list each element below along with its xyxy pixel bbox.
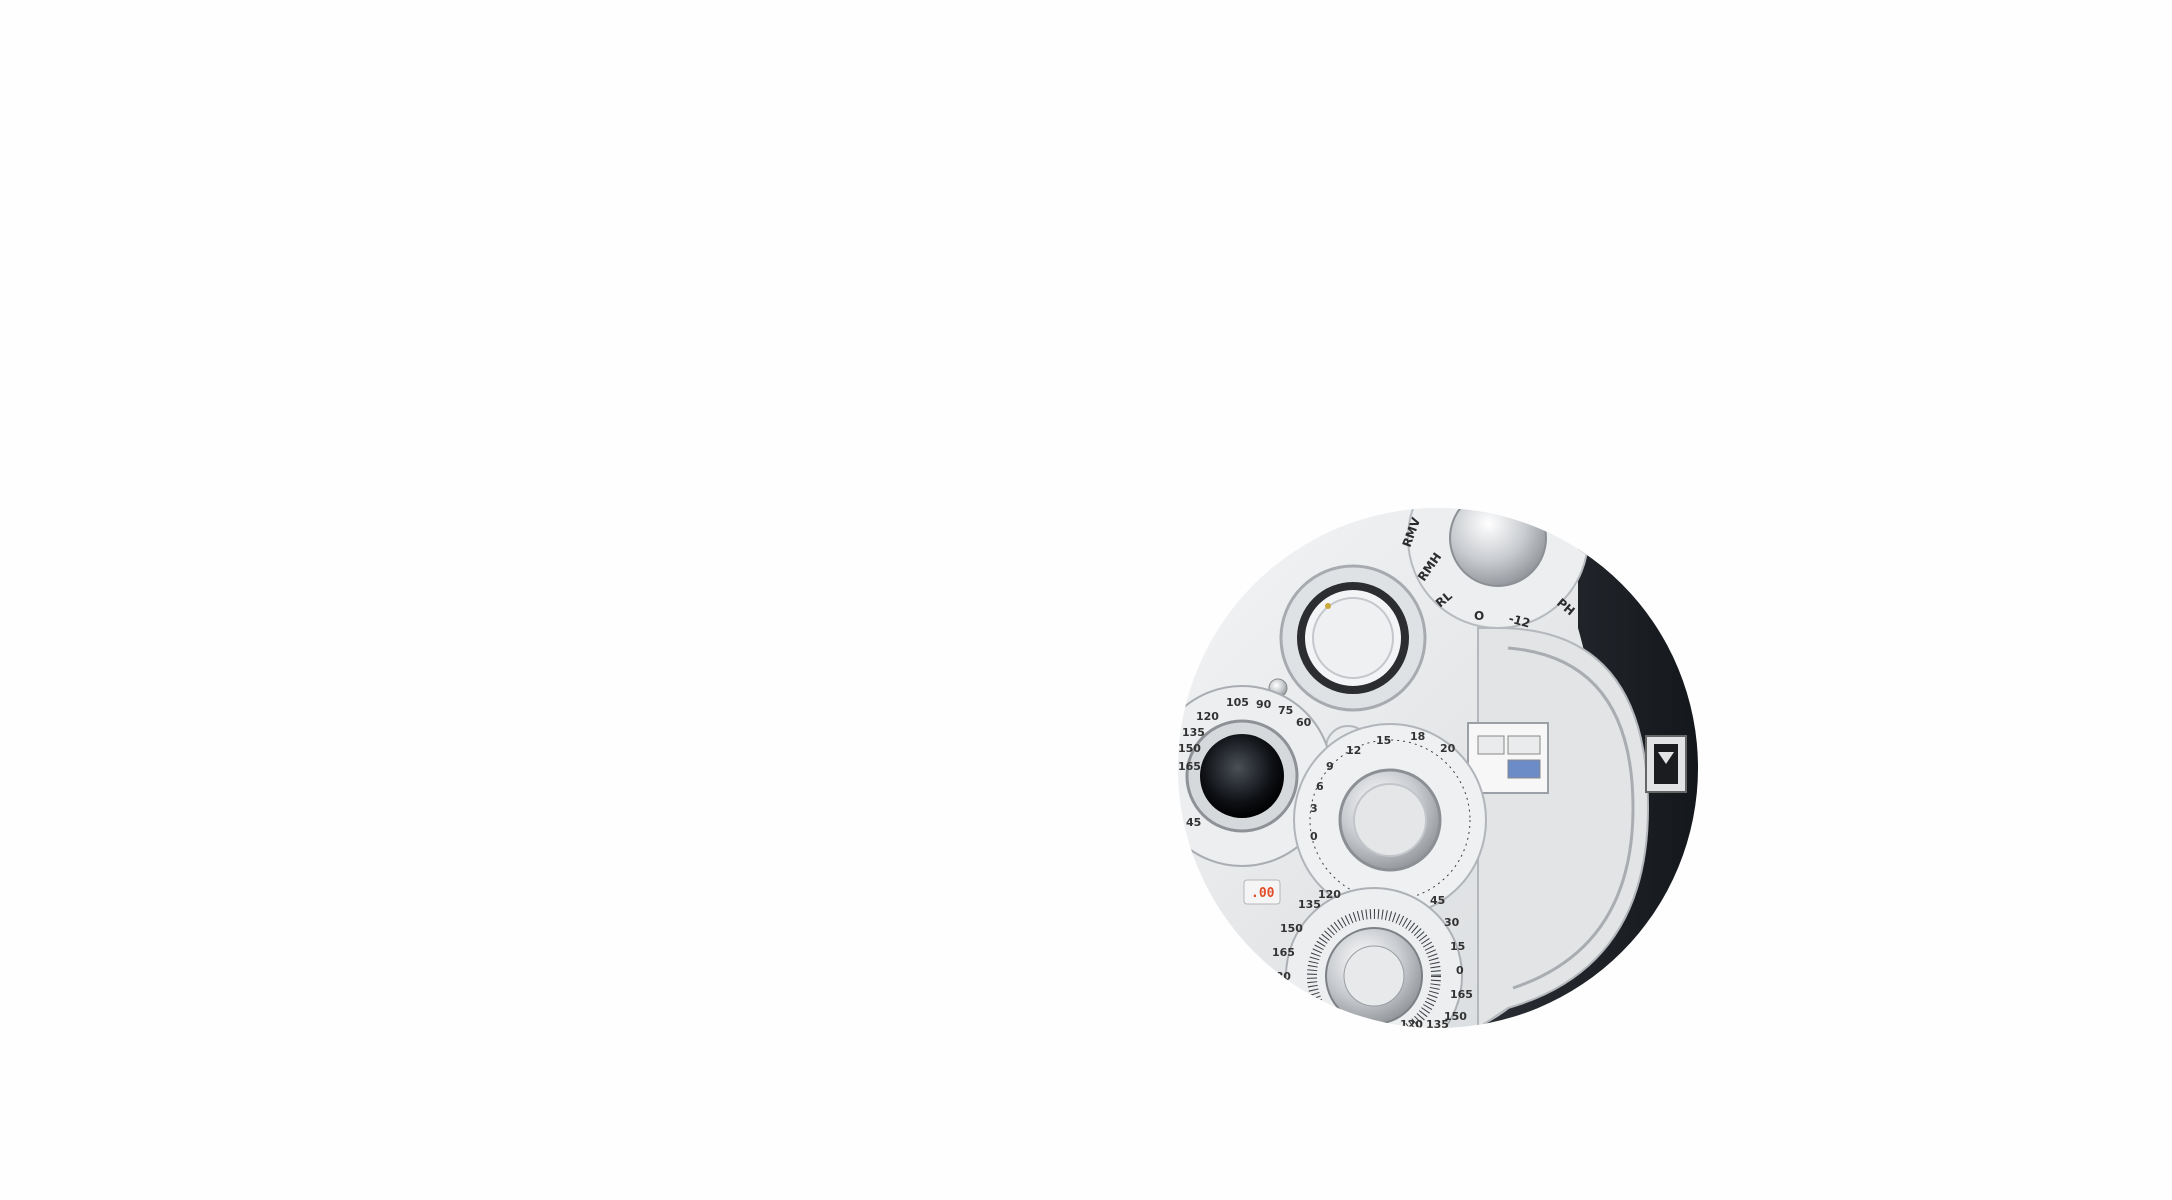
center-dial-label-18: 18 [1410,730,1425,743]
center-dial-label-12: 12 [1346,744,1361,757]
upper-lens [1312,597,1394,679]
left-dial-label-120: 120 [1196,710,1219,723]
bottom-dial-label-135: 135 [1298,898,1321,911]
left-dial-label-45: 45 [1186,816,1201,829]
center-dial-ticks [1309,739,1471,901]
left-lens [1200,734,1284,818]
bottom-dial-label-15b: 15 [1450,940,1465,953]
bottom-knurl [1307,909,1441,1028]
bottom-dial-label-180: 180 [1268,970,1291,983]
bottom-dial-label-0: 0 [1456,964,1464,977]
bottom-dial-label-150: 150 [1280,922,1303,935]
bottom-dial-label-150b: 150 [1444,1010,1467,1023]
left-dial-label-90: 90 [1256,698,1272,711]
bottom-dial-label-165b: 165 [1450,988,1473,1001]
dark-housing [1478,508,1698,1028]
left-dial-label-150: 150 [1178,742,1201,755]
top-dial-knob [1449,508,1547,587]
readout-cell-2 [1507,735,1541,755]
center-dial-label-15: 15 [1376,734,1391,747]
center-dial-label-0: 0 [1310,830,1318,843]
bottom-dial-label-15: 15 [1272,994,1287,1007]
bottom-dial-label-30: 30 [1444,916,1460,929]
left-dial-label-165: 165 [1178,760,1201,773]
readout-cell-1 [1477,735,1505,755]
bottom-dial-label-120b: 120 [1400,1018,1423,1028]
bottom-dial-label-165: 165 [1272,946,1295,959]
bottom-dial-label-45: 45 [1430,894,1445,907]
top-dial-label-o: O [1474,609,1484,623]
top-dial-label-minus12: -12 [1507,611,1532,630]
phoropter-illustration: RMV RMH RL O -12 PH 120 105 90 75 [1178,508,1698,1028]
bottom-dial-label-120: 120 [1318,888,1341,901]
bottom-dial-label-135b: 135 [1426,1018,1449,1028]
readout-cell-3 [1507,759,1541,779]
left-dial-label-105: 105 [1226,696,1249,709]
power-readout [1243,879,1281,905]
left-dial-label-60: 60 [1296,716,1312,729]
phoropter-photo: RMV RMH RL O -12 PH 120 105 90 75 [1178,508,1698,1028]
bottom-knob-cap [1343,945,1405,1007]
center-dial-label-9: 9 [1326,760,1334,773]
center-lens [1353,783,1427,857]
readout-window [1467,722,1549,794]
center-dial-label-6: 6 [1316,780,1324,793]
bracket-clip [1654,744,1678,784]
upper-lens-marker [1325,603,1331,609]
left-dial-label-75: 75 [1278,704,1293,717]
center-dial-label-3: 3 [1310,802,1318,815]
center-dial-label-20: 20 [1440,742,1456,755]
side-plate-rim [1507,646,1635,990]
left-dial-label-135: 135 [1182,726,1205,739]
power-readout-value: .00 [1251,886,1275,901]
